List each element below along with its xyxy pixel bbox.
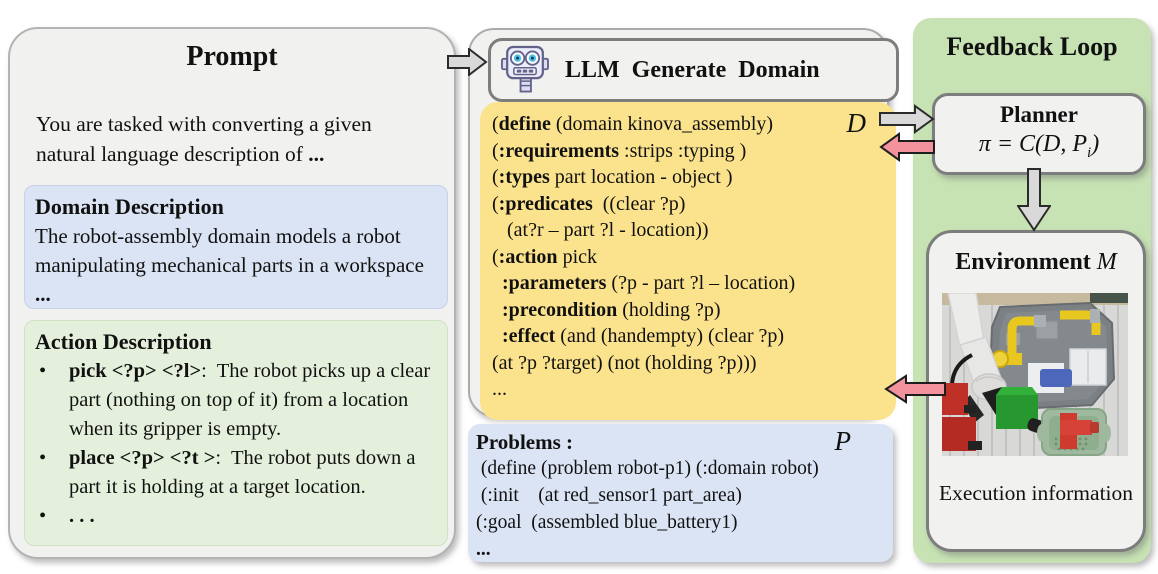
problems-title: Problems : xyxy=(476,430,574,454)
prompt-panel-title: Prompt xyxy=(186,41,278,72)
environment-box: Environment M xyxy=(926,230,1146,552)
problems-box: Problems : P (define (problem robot-p1) … xyxy=(468,424,893,562)
code-line: ... xyxy=(476,539,491,560)
llm-generate-domain-label: LLM Generate Domain xyxy=(565,56,820,83)
prompt-panel: Prompt You are tasked with converting a … xyxy=(8,27,456,559)
code-line: :parameters (?p - part ?l – location) xyxy=(502,272,796,294)
feedback-loop-title: Feedback Loop xyxy=(946,32,1118,61)
code-line: :precondition (holding ?p) xyxy=(502,298,721,321)
action-bullet: •. . . xyxy=(35,502,437,531)
planner-box: Planner π = C(D, Pi) xyxy=(932,93,1146,175)
action-bullet: •place <?p> <?t >: The robot puts down a… xyxy=(35,444,437,502)
arrow-planner-to-environment xyxy=(1017,168,1051,232)
feedback-loop-panel: Feedback Loop Planner π = C(D, Pi) Envir… xyxy=(913,18,1151,563)
code-line: (at ?p ?target) (not (holding ?p))) xyxy=(492,351,757,374)
pddl-domain-code-box: D (define (domain kinova_assembly) (:requ… xyxy=(480,102,896,420)
code-line: (:init (at red_sensor1 part_area) xyxy=(476,485,742,506)
code-line: :effect (and (handempty) (clear ?p) xyxy=(502,325,785,347)
prompt-intro-text: You are tasked with converting a given n… xyxy=(36,112,372,166)
arrow-prompt-to-llm xyxy=(447,48,488,76)
code-line: (:requirements :strips :typing ) xyxy=(492,139,747,162)
llm-domain-container: LLM Generate Domain D (define (domain ki… xyxy=(468,28,899,420)
code-line: ... xyxy=(492,378,507,400)
execution-information-label: Execution information xyxy=(938,481,1134,505)
robot-icon xyxy=(501,45,549,93)
arrow-domain-to-planner xyxy=(879,104,935,134)
action-bullet-list: •pick <?p> <?l>: The robot picks up a cl… xyxy=(35,357,437,531)
pddl-code-lines: (define (domain kinova_assembly) (:requir… xyxy=(492,111,896,403)
problems-symbol-p: P xyxy=(834,426,852,456)
planner-title: Planner xyxy=(1000,102,1078,127)
problems-code-lines: (define (problem robot-p1) (:domain robo… xyxy=(476,455,885,563)
code-line: (:action pick xyxy=(492,245,597,268)
arrow-environment-to-domain-feedback xyxy=(884,374,946,404)
code-line: (:goal (assembled blue_battery1) xyxy=(476,512,738,533)
action-description-box: Action Description •pick <?p> <?l>: The … xyxy=(24,320,448,546)
bullet-icon: • xyxy=(39,505,47,527)
domain-symbol-d: D xyxy=(846,108,867,138)
robot-workspace-photo xyxy=(942,293,1128,456)
llm-generate-domain-box: LLM Generate Domain xyxy=(488,38,899,102)
code-line: (:types part location - object ) xyxy=(492,166,733,188)
planner-formula: π = C(D, Pi) xyxy=(978,131,1100,161)
bullet-icon: • xyxy=(39,360,47,382)
code-line: (define (domain kinova_assembly) xyxy=(492,113,774,135)
environment-title: Environment M xyxy=(955,249,1117,275)
domain-description-title: Domain Description xyxy=(35,194,224,219)
domain-description-body: The robot-assembly domain models a robot… xyxy=(35,224,424,306)
arrow-planner-to-domain-feedback xyxy=(879,132,935,162)
action-bullet: •pick <?p> <?l>: The robot picks up a cl… xyxy=(35,357,437,444)
intro-ellipsis: ... xyxy=(308,142,325,166)
code-line: (at?r – part ?l - location)) xyxy=(492,219,709,241)
code-line: (define (problem robot-p1) (:domain robo… xyxy=(476,458,819,479)
environment-symbol-m: M xyxy=(1096,249,1117,275)
bullet-icon: • xyxy=(39,447,47,469)
code-line: (:predicates ((clear ?p) xyxy=(492,192,686,215)
action-description-title: Action Description xyxy=(35,329,212,354)
domain-description-box: Domain Description The robot-assembly do… xyxy=(24,185,448,309)
